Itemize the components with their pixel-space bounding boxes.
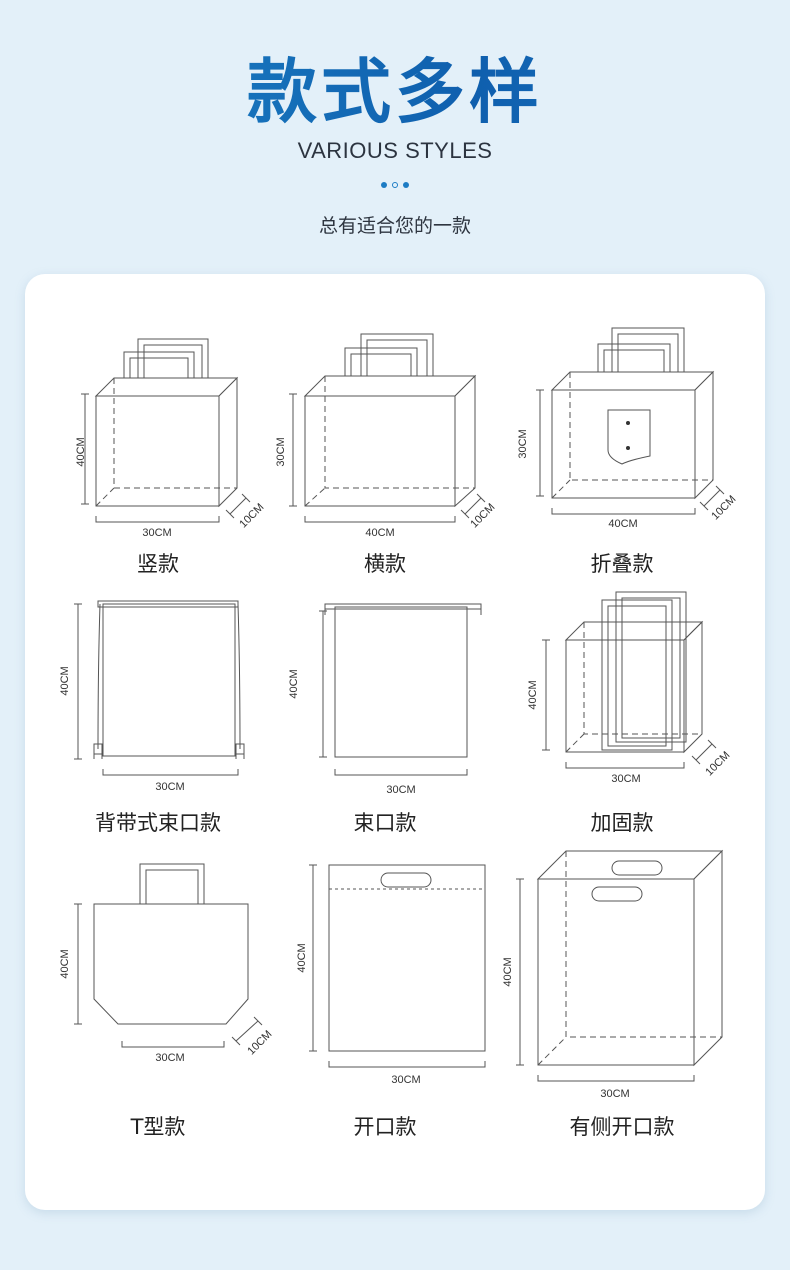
backpack-drawstring-bag-diagram: 40CM 30CM	[59, 600, 245, 793]
page-subtitle: VARIOUS STYLES	[297, 138, 493, 163]
width-label: 40CM	[608, 518, 637, 530]
foldable-bag-diagram: 30CM 40CM 10CM	[517, 327, 738, 530]
horizontal-bag-diagram: 30CM 40CM 10CM	[275, 333, 497, 539]
depth-label: 10CM	[237, 501, 266, 530]
height-label: 40CM	[59, 949, 71, 978]
style-name: T型款	[130, 1115, 186, 1139]
style-item-open-handle: 40CM 30CM 开口款	[285, 859, 531, 1149]
style-name: 开口款	[353, 1115, 417, 1139]
tagline: 总有适合您的一款	[318, 215, 471, 237]
page-title: 款式多样	[0, 52, 790, 132]
style-item-horizontal: 30CM 40CM 10CM 横款	[275, 324, 531, 584]
depth-label: 10CM	[709, 493, 738, 522]
style-name: 加固款	[590, 811, 654, 835]
height-label: 30CM	[517, 429, 529, 458]
width-label: 30CM	[611, 773, 640, 785]
style-name: 有侧开口款	[569, 1115, 675, 1139]
height-label: 40CM	[502, 957, 514, 986]
width-label: 40CM	[365, 527, 394, 539]
height-label: 30CM	[275, 437, 287, 466]
dot-icon	[381, 182, 387, 188]
style-item-backpack-drawstring: 40CM 30CM 背带式束口款	[58, 599, 304, 835]
vertical-bag-diagram: 40CM 30CM 10CM	[75, 338, 266, 539]
side-open-bag-diagram: 40CM 30CM	[502, 849, 724, 1100]
depth-label: 10CM	[245, 1028, 274, 1057]
style-item-vertical: 40CM 30CM 10CM 竖款	[58, 324, 304, 584]
width-label: 30CM	[155, 781, 184, 793]
style-name: 横款	[364, 552, 406, 576]
styles-card: 40CM 30CM 10CM 竖款 30CM 40CM 10CM 横款	[25, 274, 765, 1210]
header: 款式多样 VARIOUS STYLES 总有适合您的一款	[0, 0, 790, 270]
width-label: 30CM	[386, 784, 415, 796]
reinforced-bag-diagram: 40CM 30CM 10CM	[527, 591, 732, 785]
style-name: 束口款	[353, 811, 417, 835]
style-name: 竖款	[137, 552, 179, 576]
drawstring-bag-diagram: 40CM 30CM	[288, 603, 482, 796]
dot-icon	[403, 182, 409, 188]
width-label: 30CM	[600, 1088, 629, 1100]
style-item-drawstring: 40CM 30CM 束口款	[285, 599, 531, 835]
height-label: 40CM	[59, 666, 71, 695]
style-item-reinforced: 40CM 30CM 10CM 加固款	[522, 584, 768, 835]
style-item-side-open: 40CM 30CM 有侧开口款	[502, 849, 758, 1149]
dot-icon	[392, 182, 398, 188]
divider-dots	[0, 182, 790, 192]
depth-label: 10CM	[703, 749, 732, 778]
open-handle-bag-diagram: 40CM 30CM	[296, 864, 486, 1086]
width-label: 30CM	[142, 527, 171, 539]
width-label: 30CM	[391, 1074, 420, 1086]
height-label: 40CM	[288, 669, 300, 698]
style-name: 背带式束口款	[95, 811, 221, 835]
style-name: 折叠款	[590, 552, 654, 576]
width-label: 30CM	[155, 1052, 184, 1064]
height-label: 40CM	[75, 437, 87, 466]
height-label: 40CM	[296, 943, 308, 972]
t-shape-bag-diagram: 40CM 30CM 10CM	[59, 863, 274, 1064]
style-item-foldable: 30CM 40CM 10CM 折叠款	[517, 324, 768, 584]
height-label: 40CM	[527, 680, 539, 709]
style-item-t-shape: 40CM 30CM 10CM T型款	[58, 859, 304, 1149]
